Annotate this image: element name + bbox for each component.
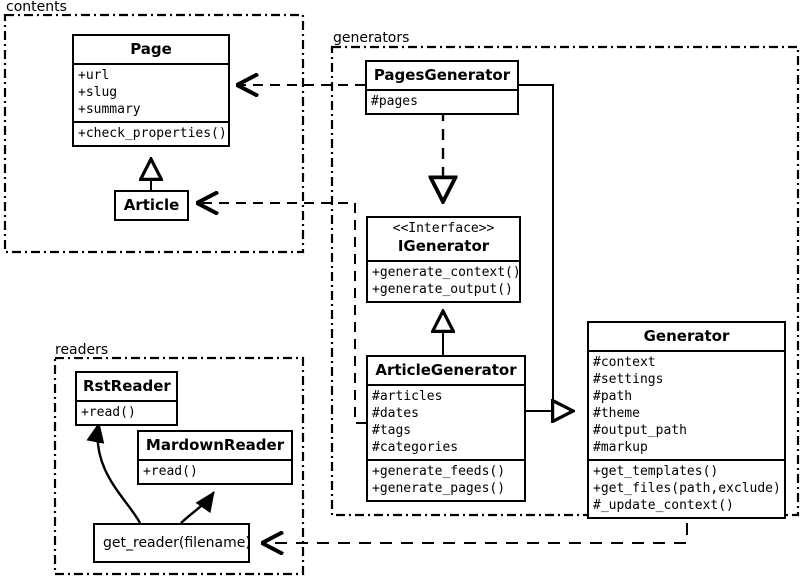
attribute-markup: #markup: [593, 440, 648, 455]
class-name-generator: Generator: [643, 327, 730, 345]
class-stereotype-igenerator: <<Interface>>: [392, 221, 495, 236]
attribute-path: #path: [593, 389, 633, 404]
method-read-markdown: +read(): [143, 464, 198, 479]
method-check-properties: +check_properties(): [78, 126, 227, 141]
attribute-slug: +slug: [78, 85, 118, 100]
class-attributes-pagesgenerator: #pages: [367, 89, 517, 113]
attribute-summary: +summary: [78, 102, 141, 117]
method-get-templates: +get_templates(): [593, 464, 719, 479]
class-box-mardownreader[interactable]: MardownReader +read(): [137, 430, 293, 485]
attribute-theme: #theme: [593, 406, 640, 421]
attribute-categories: #categories: [372, 440, 459, 455]
class-methods-generator: +get_templates() +get_files(path,exclude…: [589, 459, 784, 517]
package-label-contents: contents: [4, 0, 69, 15]
class-methods-mardownreader: +read(): [139, 459, 291, 483]
method-generate-feeds: +generate_feeds(): [372, 464, 506, 479]
class-name-pagesgenerator: PagesGenerator: [373, 66, 511, 84]
class-attributes-page: +url +slug +summary: [74, 63, 228, 121]
class-methods-articlegenerator: +generate_feeds() +generate_pages(): [368, 459, 524, 500]
relation-getreader-creates-mardownreader: [180, 491, 215, 524]
attribute-settings: #settings: [593, 372, 664, 387]
method-generate-output: +generate_output(): [372, 282, 513, 297]
method-generate-context: +generate_context(): [372, 265, 521, 280]
class-name-mardownreader: MardownReader: [145, 436, 285, 454]
attribute-output-path: #output_path: [593, 423, 687, 438]
class-name-articlegenerator: ArticleGenerator: [375, 361, 517, 379]
class-box-pagesgenerator[interactable]: PagesGenerator #pages: [365, 60, 519, 115]
class-name-igenerator: IGenerator: [397, 237, 490, 255]
class-name-page: Page: [130, 40, 172, 58]
attribute-context: #context: [593, 355, 656, 370]
class-attributes-generator: #context #settings #path #theme #output_…: [589, 350, 784, 459]
package-label-generators: generators: [331, 30, 412, 46]
function-box-get-reader[interactable]: get_reader(filename): [93, 523, 251, 563]
relation-getreader-creates-rstreader: [86, 421, 142, 524]
class-methods-page: +check_properties(): [74, 121, 228, 145]
attribute-tags: #tags: [372, 423, 412, 438]
package-label-readers: readers: [53, 342, 111, 358]
attribute-articles: #articles: [372, 389, 443, 404]
attribute-url: +url: [78, 68, 110, 83]
attribute-dates: #dates: [372, 406, 419, 421]
method-update-context: #_update_context(): [593, 498, 734, 513]
relation-articlegenerator-depends-article: [198, 203, 366, 424]
class-box-articlegenerator[interactable]: ArticleGenerator #articles #dates #tags …: [366, 355, 526, 502]
method-read-rst: +read(): [81, 405, 136, 420]
class-box-page[interactable]: Page +url +slug +summary +check_properti…: [72, 34, 230, 147]
class-box-article[interactable]: Article: [114, 190, 189, 221]
class-name-article: Article: [123, 196, 180, 214]
class-methods-igenerator: +generate_context() +generate_output(): [368, 260, 521, 301]
class-box-generator[interactable]: Generator #context #settings #path #them…: [587, 321, 786, 519]
class-methods-rstreader: +read(): [77, 400, 176, 424]
class-box-igenerator[interactable]: <<Interface>> IGenerator +generate_conte…: [366, 216, 521, 303]
attribute-pages: #pages: [371, 94, 418, 109]
class-box-rstreader[interactable]: RstReader +read(): [75, 371, 178, 426]
class-name-rstreader: RstReader: [83, 377, 171, 395]
function-name-get-reader: get_reader(filename): [103, 535, 251, 551]
class-attributes-articlegenerator: #articles #dates #tags #categories: [368, 384, 524, 459]
relation-pagesgenerator-generalizes-generator: [519, 84, 574, 411]
method-generate-pages: +generate_pages(): [372, 481, 506, 496]
method-get-files: +get_files(path,exclude): [593, 481, 781, 496]
